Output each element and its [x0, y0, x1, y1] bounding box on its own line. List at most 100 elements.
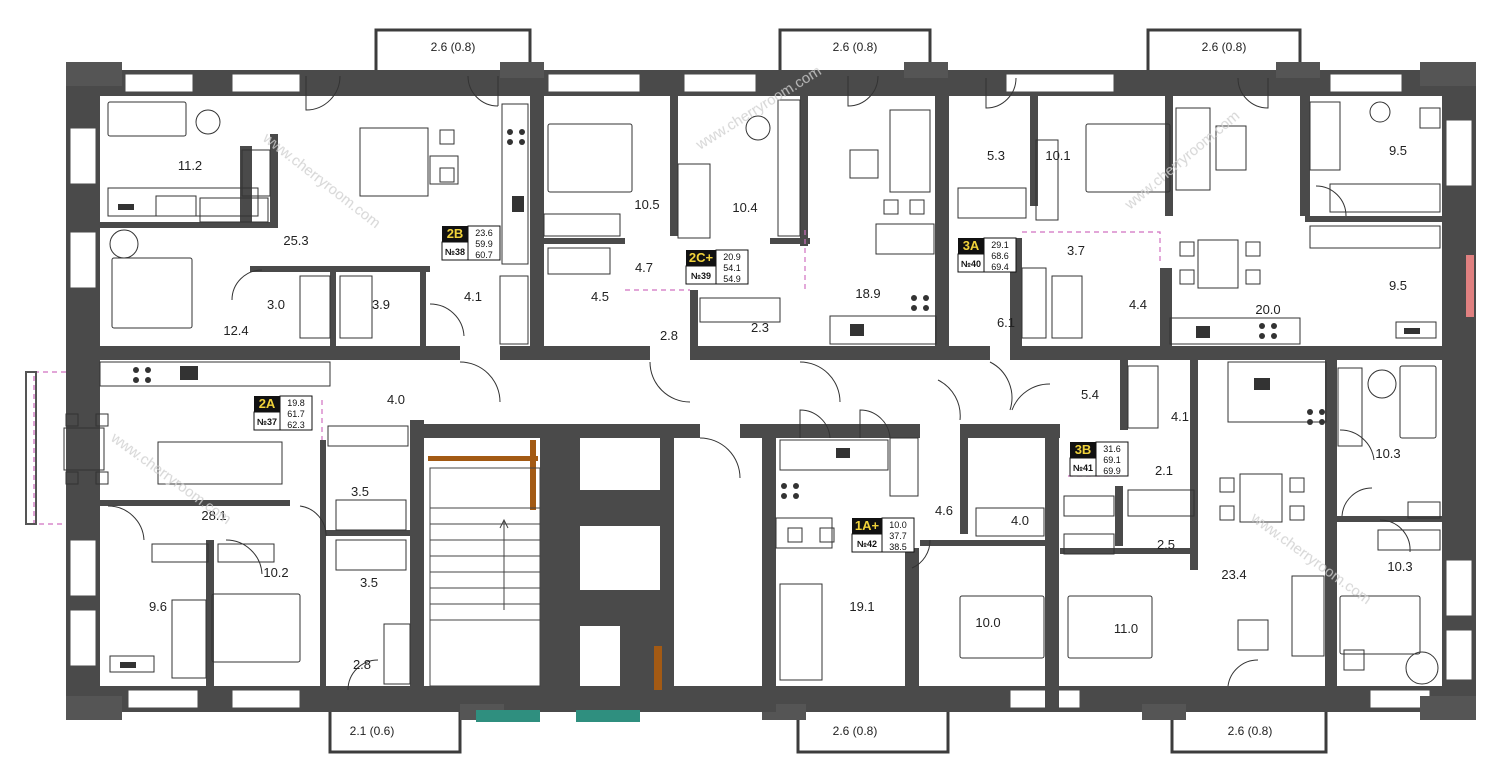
doors — [107, 75, 1411, 691]
apartment-area-total: 59.9 — [475, 239, 493, 249]
apartment-number: №40 — [961, 259, 981, 269]
window-openings — [69, 73, 1473, 709]
room-area: 10.1 — [1045, 148, 1070, 163]
room-area: 19.1 — [849, 599, 874, 614]
apartment-area-total: 54.1 — [723, 263, 741, 273]
room-area: 18.9 — [855, 286, 880, 301]
apartment-type: 2A — [259, 396, 276, 411]
balcony-label-1: 2.6 (0.8) — [431, 40, 476, 54]
room-area: 10.3 — [1387, 559, 1412, 574]
room-area: 10.3 — [1375, 446, 1400, 461]
room-area: 2.8 — [660, 328, 678, 343]
room-area: 3.5 — [360, 575, 378, 590]
balcony-labels: 2.6 (0.8) 2.6 (0.8) 2.6 (0.8) 2.1 (0.6) … — [350, 40, 1273, 738]
apartment-type: 1A+ — [855, 518, 880, 533]
teal-window-1 — [476, 710, 540, 722]
room-labels: 11.2 25.3 3.0 3.9 12.4 4.1 10.5 10.4 4.7… — [149, 143, 1413, 672]
room-area: 9.5 — [1389, 143, 1407, 158]
apartment-number: №41 — [1073, 463, 1093, 473]
room-area: 3.5 — [351, 484, 369, 499]
apartment-area-total: 37.7 — [889, 531, 907, 541]
room-area: 4.0 — [1011, 513, 1029, 528]
apartment-type: 2B — [447, 226, 464, 241]
apartment-area-total: 61.7 — [287, 409, 305, 419]
room-area: 4.1 — [464, 289, 482, 304]
balcony-frame-5 — [796, 712, 950, 754]
watermarks: www.cherryroom.com www.cherryroom.com ww… — [107, 63, 1374, 608]
apartment-area-living: 20.9 — [723, 252, 741, 262]
apartment-area-full: 69.9 — [1103, 466, 1121, 476]
apartment-badge-39[interactable]: 2C+ №39 20.9 54.1 54.9 — [685, 249, 749, 285]
apartment-area-living: 23.6 — [475, 228, 493, 238]
fixtures — [118, 129, 1420, 668]
apartment-area-total: 68.6 — [991, 251, 1009, 261]
apartment-badge-38[interactable]: 2B №38 23.6 59.9 60.7 — [441, 225, 501, 261]
apartment-area-living: 10.0 — [889, 520, 907, 530]
balconies — [328, 28, 1328, 754]
room-area: 9.5 — [1389, 278, 1407, 293]
room-area: 10.0 — [975, 615, 1000, 630]
balcony-frame-3 — [1146, 28, 1302, 70]
room-area: 5.4 — [1081, 387, 1099, 402]
pilasters — [66, 62, 1476, 720]
stair-accents — [428, 440, 662, 690]
apartment-area-full: 54.9 — [723, 274, 741, 284]
room-area: 11.2 — [178, 158, 202, 173]
room-area: 10.5 — [634, 197, 659, 212]
room-area: 3.7 — [1067, 243, 1085, 258]
apartment-type: 2C+ — [689, 250, 714, 265]
balcony-label-5: 2.6 (0.8) — [833, 724, 878, 738]
balcony-label-4: 2.1 (0.6) — [350, 724, 395, 738]
apartment-boundaries — [321, 230, 1161, 477]
apartment-badge-40[interactable]: 3A №40 29.1 68.6 69.4 — [957, 237, 1017, 273]
room-area: 10.4 — [732, 200, 757, 215]
room-area: 2.5 — [1157, 537, 1175, 552]
room-area: 2.1 — [1155, 463, 1173, 478]
room-area: 2.8 — [353, 657, 371, 672]
balcony-label-6: 2.6 (0.8) — [1228, 724, 1273, 738]
bay-window — [33, 371, 66, 525]
bay-window-frame — [25, 371, 37, 525]
room-area: 6.1 — [997, 315, 1015, 330]
apartment-type: 3B — [1075, 442, 1092, 457]
room-area: 10.2 — [263, 565, 288, 580]
apartment-number: №39 — [691, 271, 711, 281]
room-area: 12.4 — [223, 323, 248, 338]
apartment-type: 3A — [963, 238, 980, 253]
apartment-area-full: 69.4 — [991, 262, 1009, 272]
balcony-frame-2 — [778, 28, 932, 70]
furniture — [63, 99, 1441, 685]
apartment-number: №42 — [857, 539, 877, 549]
room-area: 5.3 — [987, 148, 1005, 163]
apartment-area-total: 69.1 — [1103, 455, 1121, 465]
apartment-number: №38 — [445, 247, 465, 257]
balcony-frame-6 — [1170, 712, 1328, 754]
apartment-badge-42[interactable]: 1A+ №42 10.0 37.7 38.5 — [851, 517, 915, 553]
room-area: 2.3 — [751, 320, 769, 335]
apartment-area-living: 31.6 — [1103, 444, 1121, 454]
room-area: 28.1 — [201, 508, 226, 523]
room-area: 4.7 — [635, 260, 653, 275]
apartment-area-living: 19.8 — [287, 398, 305, 408]
balcony-label-3: 2.6 (0.8) — [1202, 40, 1247, 54]
teal-window-2 — [576, 710, 640, 722]
watermark-text: www.cherryroom.com — [1121, 107, 1243, 213]
room-area: 9.6 — [149, 599, 167, 614]
balcony-frame-4 — [328, 712, 462, 754]
balcony-frame-1 — [374, 28, 532, 70]
watermark-text: www.cherryroom.com — [107, 429, 234, 528]
apartment-number: №37 — [257, 417, 277, 427]
room-area: 11.0 — [1114, 621, 1138, 636]
apartment-badge-37[interactable]: 2A №37 19.8 61.7 62.3 — [253, 395, 313, 431]
room-area: 23.4 — [1221, 567, 1246, 582]
apartment-area-full: 60.7 — [475, 250, 493, 260]
apartment-area-living: 29.1 — [991, 240, 1009, 250]
apartment-area-full: 62.3 — [287, 420, 305, 430]
watermark-text: www.cherryroom.com — [1247, 509, 1374, 608]
apartment-badge-41[interactable]: 3B №41 31.6 69.1 69.9 — [1069, 441, 1129, 477]
accent-window — [1466, 255, 1474, 317]
balcony-label-2: 2.6 (0.8) — [833, 40, 878, 54]
room-area: 3.9 — [372, 297, 390, 312]
room-area: 4.0 — [387, 392, 405, 407]
